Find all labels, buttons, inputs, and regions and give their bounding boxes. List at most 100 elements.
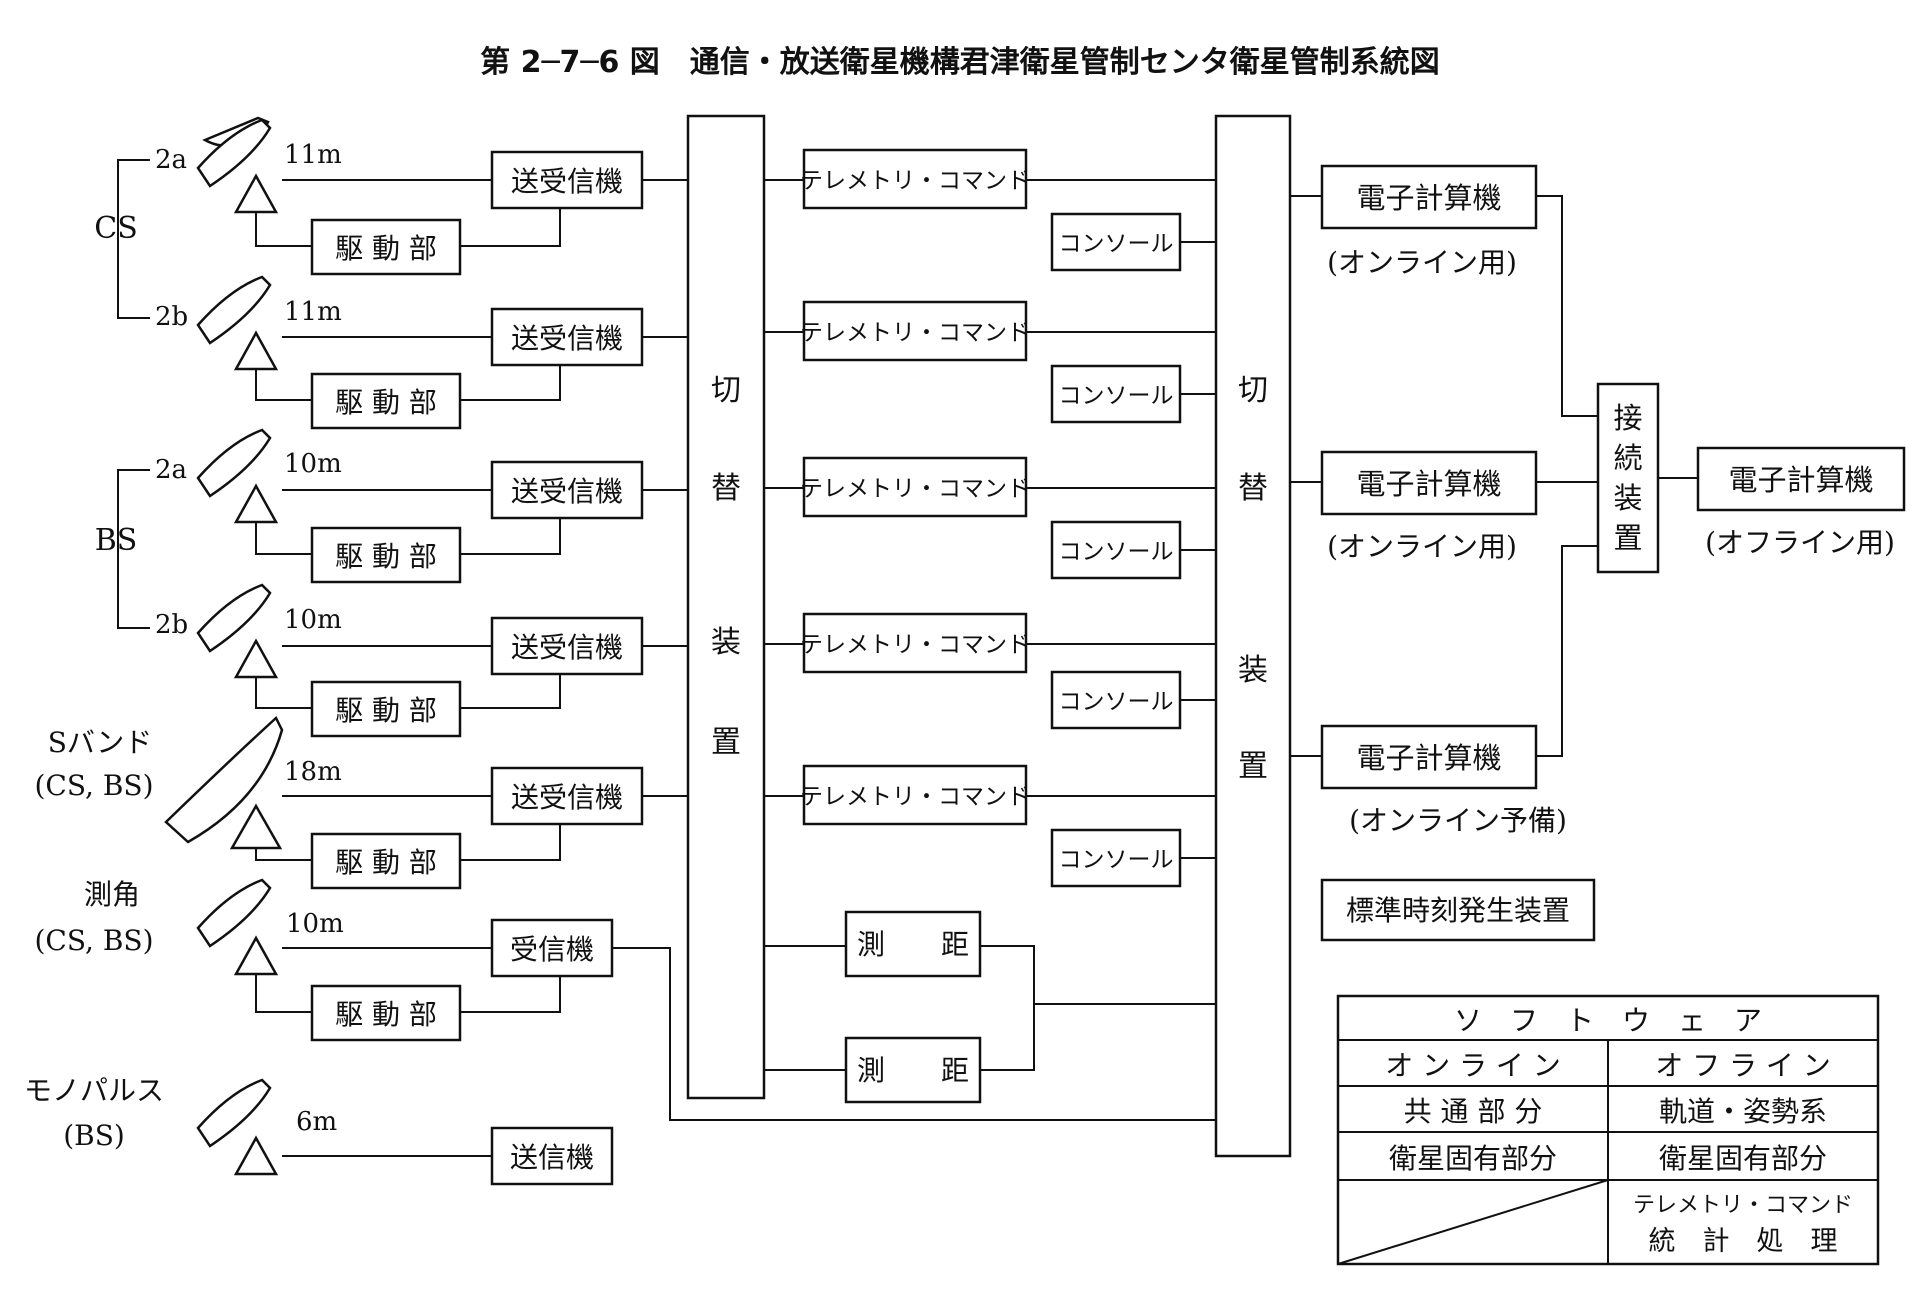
computer-box — [1320, 164, 1538, 230]
console-box — [1050, 828, 1182, 888]
software-cell: 軌道・姿勢系 — [1659, 1095, 1827, 1128]
receiver-box — [490, 918, 614, 978]
left-switch-unit — [686, 114, 766, 1100]
antenna-label: 2b — [155, 610, 188, 640]
antenna-row-s-band: Sバンド (CS, BS) 18m 送受信機 駆 動 部 — [34, 715, 688, 890]
transceiver-box — [490, 460, 644, 520]
software-cell: 衛星固有部分 — [1659, 1142, 1827, 1175]
connector-char: 接 — [1613, 401, 1642, 435]
connector-char: 続 — [1613, 441, 1642, 475]
right-switch-char: 装 — [1238, 653, 1268, 688]
antenna-row-cs-2a: 2a 11m 送受信機 駆 動 部 — [155, 116, 688, 276]
antenna-mount-icon — [233, 1135, 279, 1176]
telemetry-command-label: テレメトリ・コマンド — [800, 320, 1030, 346]
transceiver-label: 送受信機 — [511, 631, 623, 664]
software-cell: テレメトリ・コマンド — [1633, 1193, 1853, 1218]
console-label: コンソール — [1059, 689, 1174, 715]
software-online-header: オ ン ラ イ ン — [1385, 1049, 1561, 1082]
left-switch-char: 切 — [711, 373, 741, 408]
drive-unit-label: 駆 動 部 — [335, 846, 437, 879]
connection-unit — [1596, 382, 1660, 574]
transceiver-label: 送受信機 — [511, 475, 623, 508]
antenna-row-cs-2b: 2b 11m 送受信機 駆 動 部 — [155, 275, 688, 430]
antenna-label: 2b — [155, 302, 188, 332]
console-label: コンソール — [1059, 847, 1174, 873]
software-cell: 統 計 処 理 — [1649, 1226, 1838, 1257]
computer-box — [1696, 446, 1906, 512]
dish-antenna-icon — [196, 1078, 272, 1148]
drive-unit-label: 駆 動 部 — [335, 232, 437, 265]
online-computer-1: 電子計算機 (オンライン用) — [1290, 164, 1598, 417]
right-switch-char: 切 — [1238, 373, 1268, 408]
offline-computer-label: 電子計算機 — [1728, 463, 1873, 497]
dish-antenna-icon — [196, 428, 272, 498]
console-label: コンソール — [1059, 383, 1174, 409]
diagram-title: 第 2─7─6 図 通信・放送衛星機構君津衛星管制センタ衛星管制系統図 — [480, 45, 1440, 80]
dish-antenna-icon — [196, 878, 272, 948]
telemetry-command-box — [802, 300, 1028, 362]
antenna-size: 6m — [296, 1107, 337, 1137]
online-computer-backup: 電子計算機 (オンライン予備) — [1290, 545, 1598, 837]
telemetry-command-label: テレメトリ・コマンド — [800, 476, 1030, 502]
antenna-size: 18m — [284, 757, 342, 787]
connector-char: 装 — [1613, 481, 1642, 515]
antenna-mount-icon — [233, 935, 279, 976]
antenna-size: 11m — [284, 140, 342, 170]
bs-bracket: BS — [95, 469, 150, 629]
antenna-mount-icon — [233, 173, 279, 214]
antenna-sublabel: (CS, BS) — [34, 924, 153, 957]
dish-antenna-icon — [164, 715, 284, 844]
computer-box — [1320, 450, 1538, 516]
transceiver-box — [490, 766, 644, 826]
software-cell: 衛星固有部分 — [1389, 1142, 1557, 1175]
time-standard-box — [1320, 878, 1596, 942]
antenna-label: Sバンド — [48, 726, 153, 759]
left-switch-char: 置 — [711, 725, 741, 760]
computer-label: 電子計算機 — [1356, 741, 1501, 775]
dish-antenna-icon — [196, 275, 272, 345]
ranging-label: 測 距 — [857, 928, 969, 961]
antenna-mount-icon — [233, 638, 279, 679]
antenna-size: 11m — [284, 297, 342, 327]
antenna-sublabel: (BS) — [63, 1119, 125, 1152]
antenna-sublabel: (CS, BS) — [34, 769, 153, 802]
transceiver-box — [490, 307, 644, 367]
online-computer-2: 電子計算機 (オンライン用) — [1290, 450, 1598, 563]
time-standard-label: 標準時刻発生装置 — [1346, 894, 1570, 927]
dish-antenna-icon — [196, 118, 272, 188]
telemetry-command-box — [802, 612, 1028, 674]
telemetry-command-box — [802, 456, 1028, 518]
software-offline-header: オ フ ラ イ ン — [1655, 1049, 1831, 1082]
transceiver-label: 送受信機 — [511, 781, 623, 814]
telemetry-command-box — [802, 764, 1028, 826]
ranging-label: 測 距 — [857, 1054, 969, 1087]
antenna-mount-icon — [233, 483, 279, 524]
transmitter-label: 送信機 — [510, 1141, 594, 1174]
antenna-mount-icon — [229, 803, 283, 850]
cs-group-label: CS — [94, 211, 138, 246]
telemetry-block-3: テレメトリ・コマンド コンソール — [764, 456, 1216, 580]
ranging-box — [844, 910, 982, 978]
offline-computer: 電子計算機 (オフライン用) — [1658, 446, 1906, 559]
telemetry-command-label: テレメトリ・コマンド — [800, 784, 1030, 810]
telemetry-command-box — [802, 148, 1028, 210]
software-table: ソ フ ト ウ ェ ア オ ン ラ イ ン オ フ ラ イ ン 共 通 部 分 … — [1336, 994, 1880, 1266]
transceiver-box — [490, 616, 644, 676]
dish-antenna-icon — [196, 583, 272, 653]
antenna-label: 2a — [155, 145, 187, 175]
left-switch-char: 装 — [711, 625, 741, 660]
computer-note: (オンライン予備) — [1349, 804, 1567, 837]
antenna-row-bs-2a: 2a 10m 送受信機 駆 動 部 — [155, 428, 688, 584]
telemetry-command-label: テレメトリ・コマンド — [800, 168, 1030, 194]
antenna-label: 2a — [155, 455, 187, 485]
drive-unit-box — [310, 526, 462, 584]
drive-unit-label: 駆 動 部 — [335, 694, 437, 727]
antenna-label: 測角 — [84, 878, 140, 911]
console-box — [1050, 364, 1182, 424]
console-box — [1050, 520, 1182, 580]
antenna-size: 10m — [286, 909, 344, 939]
cs-bracket: CS — [94, 159, 150, 319]
console-label: コンソール — [1059, 231, 1174, 257]
